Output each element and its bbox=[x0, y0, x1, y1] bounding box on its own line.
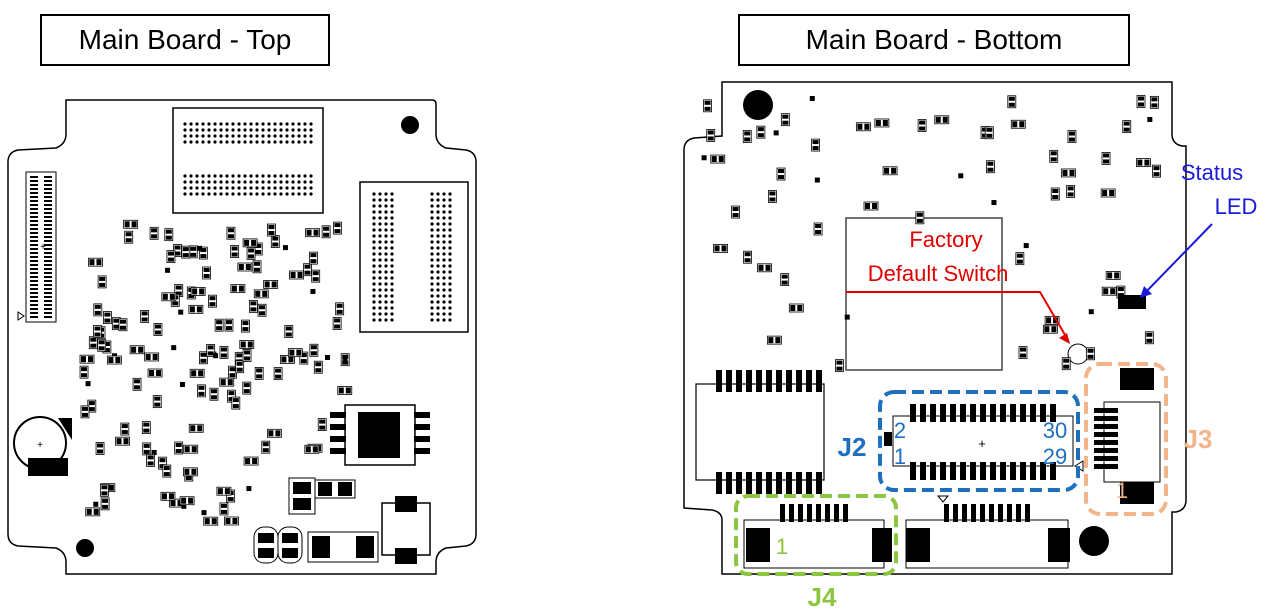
j3-highlight bbox=[1084, 362, 1168, 516]
bottom-board-title-text: Main Board - Bottom bbox=[805, 24, 1063, 55]
j2-highlight bbox=[878, 390, 1080, 492]
smd-components bbox=[79, 219, 353, 526]
j2-pin1-label: 1 bbox=[894, 444, 906, 469]
j2-pin30-label: 30 bbox=[1043, 418, 1067, 443]
bga-chip-right bbox=[359, 181, 469, 333]
smd-components bbox=[701, 95, 1161, 373]
j4-pin1-label: 1 bbox=[776, 534, 788, 559]
factory-switch bbox=[1067, 343, 1089, 365]
qfn-chip bbox=[330, 404, 430, 466]
j2-connector-body: + bbox=[884, 404, 1084, 480]
capacitor-row bbox=[253, 477, 379, 564]
factory-switch-label-line2: Default Switch bbox=[868, 261, 1009, 286]
mounting-hole bbox=[743, 90, 773, 120]
j4-highlight bbox=[734, 494, 898, 576]
svg-text:+: + bbox=[37, 440, 43, 451]
inductor-component bbox=[381, 496, 431, 564]
j2-label: J2 bbox=[838, 432, 867, 462]
bga-chip-top bbox=[172, 107, 324, 214]
j2-pin2-label: 2 bbox=[894, 418, 906, 443]
bottom-board: + bbox=[683, 81, 1187, 575]
mounting-hole bbox=[401, 116, 419, 134]
svg-text:+: + bbox=[978, 436, 986, 451]
factory-switch-label-line1: Factory bbox=[909, 227, 982, 252]
bottom-board-outline bbox=[683, 81, 1187, 575]
mounting-hole bbox=[76, 539, 94, 557]
status-led-arrow bbox=[1141, 223, 1213, 297]
j5-connector-body bbox=[905, 495, 1070, 569]
j3-label: J3 bbox=[1184, 424, 1213, 454]
j4-connector-body bbox=[743, 504, 892, 569]
left-connector bbox=[695, 370, 825, 494]
j3-connector-body bbox=[1094, 368, 1161, 504]
top-board-title: Main Board - Top bbox=[40, 14, 330, 66]
status-led-component bbox=[1118, 295, 1146, 309]
top-board: + + bbox=[7, 99, 477, 575]
j2-pin29-label: 29 bbox=[1043, 444, 1067, 469]
j3-pin1-label: 1 bbox=[1116, 478, 1128, 503]
mounting-hole bbox=[1079, 526, 1109, 556]
svg-text:+: + bbox=[40, 242, 46, 253]
j4-label: J4 bbox=[808, 582, 837, 612]
factory-switch-arrow bbox=[846, 291, 1069, 341]
top-board-title-text: Main Board - Top bbox=[78, 24, 292, 55]
status-led-label-line2: LED bbox=[1215, 194, 1258, 219]
bottom-board-title: Main Board - Bottom bbox=[738, 14, 1130, 66]
edge-connector: + bbox=[17, 171, 57, 323]
coin-battery: + bbox=[13, 416, 72, 476]
status-led-label-line1: Status bbox=[1181, 160, 1243, 185]
